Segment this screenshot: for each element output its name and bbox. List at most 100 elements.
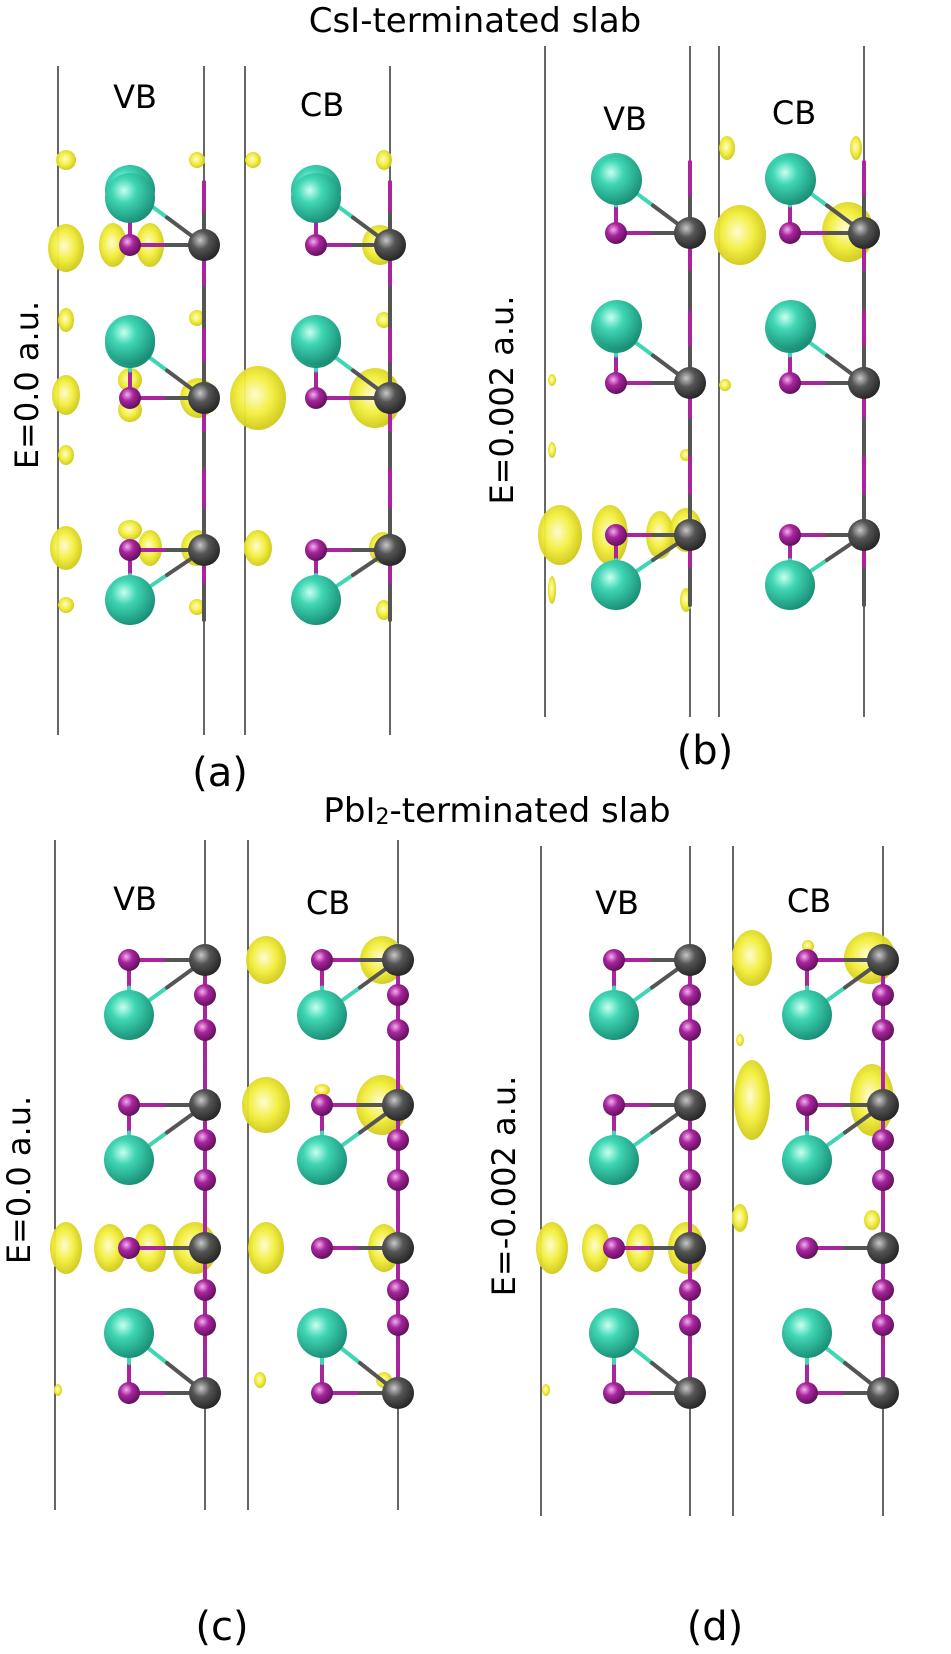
panel-a-structures [48, 66, 406, 735]
panel-d-cb-bottom-pb-atom [867, 1377, 899, 1409]
panel-a-lobe-24-isosurface-lobe [376, 150, 392, 170]
panel-a-lobe-19-isosurface-lobe [230, 366, 286, 430]
panel-c-vb-bottom-cs-atom [104, 1308, 154, 1358]
panel-c-vb-top-i-atom [118, 949, 140, 971]
panel-c-vb-chain-i2-1-i-atom [194, 1129, 216, 1151]
panel-a-vb-mid-cs-atom [105, 315, 155, 365]
panel-a-cb-motif-1-pb-atom [374, 382, 406, 414]
panel-a-lobe-18-isosurface-lobe [245, 152, 261, 168]
panel-c-vb-chain-i-1-i-atom [194, 1169, 216, 1191]
panel-c-structures [50, 840, 414, 1510]
panel-c-lobe-4-isosurface-lobe [314, 1084, 330, 1096]
panel-d-vb-upper-cs-atom [589, 1135, 639, 1185]
panel-b-vb-top-cs-atom [592, 155, 642, 205]
panel-c-field-label: E=0.0 a.u. [0, 1096, 38, 1264]
panel-b-cb-motif-1-pb-atom [848, 367, 880, 399]
panel-d-vb-bottom-i-atom [603, 1382, 625, 1404]
panel-c: E=0.0 a.u. VB CB (c) [0, 880, 350, 1650]
panel-b-lobe-9-isosurface-lobe [548, 374, 556, 386]
panel-c-cb-chain-i2-2-i-atom [387, 1279, 409, 1301]
panel-d-vb-bottom-pb-atom [674, 1377, 706, 1409]
panel-a-vb-motif-1-i-atom [119, 387, 141, 409]
panel-a-tag: (a) [192, 750, 248, 796]
panel-c-cb-top-i-atom [311, 949, 333, 971]
panel-c-cb-lower-pb-atom [382, 1232, 414, 1264]
panel-b-cb-motif-2-i-atom [779, 524, 801, 546]
panel-b-cb-mid-cs-atom [766, 300, 816, 350]
panel-b-structures [538, 46, 880, 717]
panel-d-cb-chain-i2-2-i-atom [872, 1279, 894, 1301]
panel-d-vb-chain-i-0-i-atom [679, 1019, 701, 1041]
panel-a-cb-motif-2-i-atom [305, 539, 327, 561]
panel-d-cb-chain-i2-1-i-atom [872, 1129, 894, 1151]
panel-a-lobe-20-isosurface-lobe [244, 530, 272, 566]
panel-a: E=0.0 a.u. VB CB (a) [8, 78, 344, 796]
panel-d-vb-chain-i-1-i-atom [679, 1169, 701, 1191]
panel-d-cb-chain-i2-0-i-atom [872, 984, 894, 1006]
panel-c-cb-top-cs-atom [297, 990, 347, 1040]
panel-d-lobe-9-isosurface-lobe [536, 1222, 568, 1274]
top-title: CsI-terminated slab [309, 1, 642, 41]
panel-c-cb-bottom-pb-atom [382, 1377, 414, 1409]
panel-d-cb-top-cs-atom [782, 990, 832, 1040]
panel-b-vb-motif-0-pb-atom [674, 217, 706, 249]
panel-a-lobe-2-isosurface-lobe [58, 308, 74, 332]
panel-a-cb-motif-1-i-atom [305, 387, 327, 409]
panel-a-vb-motif-2-cs-atom [105, 575, 155, 625]
panel-d-vb-top-cs-atom [589, 990, 639, 1040]
panel-b-cb-label: CB [772, 94, 816, 132]
panel-a-cb-top-cs-atom [291, 173, 341, 223]
panel-d-vb-bottom-cs-atom [589, 1308, 639, 1358]
panel-c-cb-chain-i2-0-i-atom [387, 984, 409, 1006]
panel-d-vb-top-pb-atom [674, 944, 706, 976]
panel-d-tag: (d) [687, 1604, 744, 1650]
panel-b-vb-motif-1-pb-atom [674, 367, 706, 399]
panel-c-vb-chain-i-0-i-atom [194, 1019, 216, 1041]
panel-d-vb-chain-i2-2-i-atom [679, 1279, 701, 1301]
panel-d-lobe-3-isosurface-lobe [734, 1060, 770, 1140]
panel-a-lobe-9-isosurface-lobe [189, 152, 205, 168]
panel-a-lobe-7-isosurface-lobe [99, 223, 127, 267]
panel-a-vb-motif-0-pb-atom [188, 229, 220, 261]
panel-b-vb-motif-2-i-atom [605, 524, 627, 546]
panel-c-vb-upper-i-atom [118, 1094, 140, 1116]
panel-d-cb-lower-i-atom [796, 1237, 818, 1259]
panel-b-cb-top-cs-atom [766, 155, 816, 205]
panel-a-vb-motif-2-i-atom [119, 539, 141, 561]
panel-d-lobe-6-isosurface-lobe [732, 1204, 748, 1232]
panel-b-cb-motif-0-i-atom [779, 222, 801, 244]
panel-b-cb-motif-1-i-atom [779, 372, 801, 394]
panel-d-cb-upper-pb-atom [867, 1089, 899, 1121]
panel-a-lobe-10-isosurface-lobe [189, 310, 205, 326]
panel-d-cb-bottom-i-atom [796, 1382, 818, 1404]
panel-c-vb-bottom-i-atom [118, 1382, 140, 1404]
panel-a-cb-motif-0-pb-atom [374, 229, 406, 261]
panel-d-cb-top-i-atom [796, 949, 818, 971]
panel-d-cb-bottom-cs-atom [782, 1308, 832, 1358]
panel-b-cb-motif-2-pb-atom [848, 519, 880, 551]
panel-c-cb-bottom-i-atom [311, 1382, 333, 1404]
panel-c-vb-lower-pb-atom [189, 1232, 221, 1264]
panel-d-structures [536, 846, 899, 1516]
panel-c-cb-upper-i-atom [311, 1094, 333, 1116]
panel-d-cb-chain-i-1-i-atom [872, 1169, 894, 1191]
panel-c-vb-upper-cs-atom [104, 1135, 154, 1185]
panel-d-cb-label: CB [787, 882, 831, 920]
panel-d-vb-chain-i2-0-i-atom [679, 984, 701, 1006]
panel-d-lobe-8-isosurface-lobe [736, 1034, 744, 1046]
panel-d-lobe-2-isosurface-lobe [802, 940, 814, 952]
panel-a-cb-motif-0-i-atom [305, 234, 327, 256]
panel-d-vb-lower-pb-atom [674, 1232, 706, 1264]
panel-d-cb-lower-pb-atom [867, 1232, 899, 1264]
panel-a-vb-top-cs-atom [105, 173, 155, 223]
panel-a-lobe-4-isosurface-lobe [58, 445, 74, 465]
panel-d-lobe-0-isosurface-lobe [732, 930, 772, 986]
panel-d-lobe-10-isosurface-lobe [582, 1224, 610, 1272]
panel-c-cb-chain-i2-1-i-atom [387, 1129, 409, 1151]
panel-c-cb-upper-pb-atom [382, 1089, 414, 1121]
panel-c-vb-top-cs-atom [104, 990, 154, 1040]
panel-c-cb-chain-i-3-i-atom [387, 1314, 409, 1336]
panel-a-cb-mid-cs-atom [291, 315, 341, 365]
panel-a-lobe-0-isosurface-lobe [56, 150, 76, 170]
